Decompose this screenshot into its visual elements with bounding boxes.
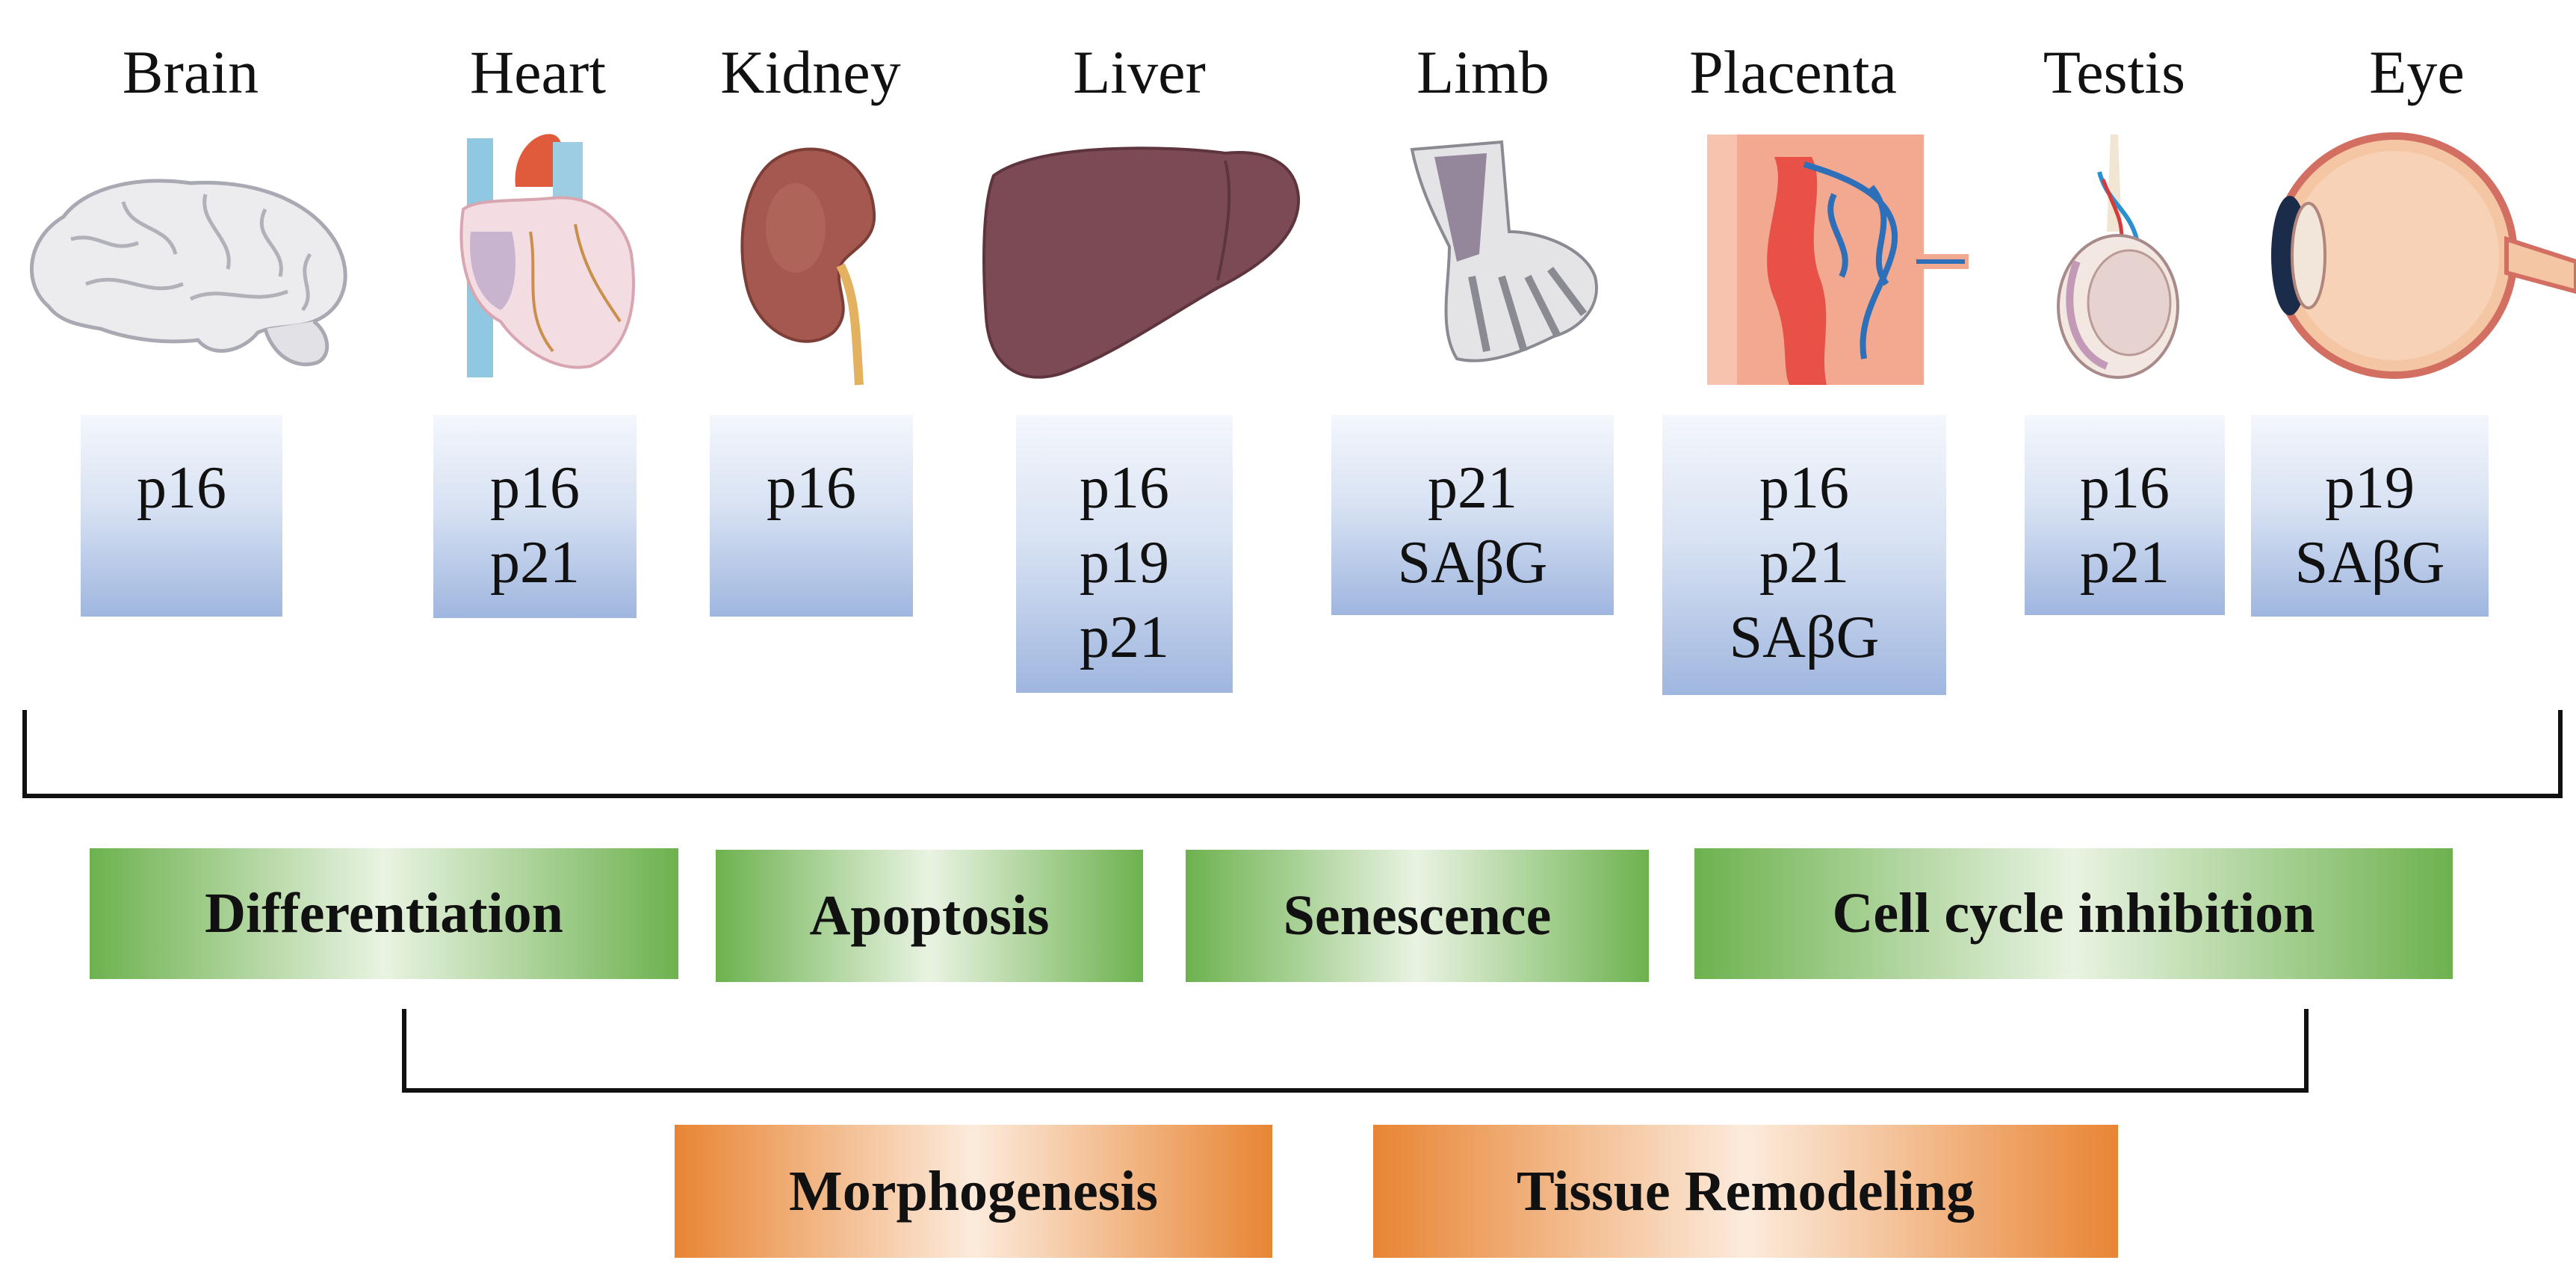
organ-title-limb: Limb (1417, 38, 1549, 106)
organs-bracket (22, 710, 2563, 798)
marker-box-brain: p16 (81, 415, 282, 617)
marker-box-testis: p16 p21 (2025, 415, 2225, 615)
marker-label: p16 (767, 455, 856, 521)
marker-label: p21 (1080, 605, 1169, 670)
marker-label: SAβG (1729, 605, 1880, 670)
marker-box-kidney: p16 (710, 415, 913, 617)
testis-icon (2047, 127, 2182, 381)
kidney-icon (728, 131, 889, 389)
organ-title-testis: Testis (2043, 38, 2186, 106)
marker-label: p19 (2325, 455, 2415, 521)
marker-box-placenta: p16 p21 SAβG (1662, 415, 1946, 695)
organ-title-kidney: Kidney (720, 38, 901, 106)
marker-label: p16 (1759, 455, 1849, 521)
processes-bracket (402, 1009, 2309, 1093)
organ-title-liver: Liver (1073, 38, 1206, 106)
marker-box-liver: p16 p19 p21 (1016, 415, 1233, 693)
heart-icon (441, 127, 643, 385)
eye-icon (2267, 127, 2576, 385)
marker-label: p16 (1080, 455, 1169, 521)
marker-label: SAβG (2294, 530, 2445, 596)
organ-title-heart: Heart (469, 38, 607, 106)
organ-title-eye: Eye (2369, 38, 2465, 106)
outcome-tissue-remodeling: Tissue Remodeling (1373, 1125, 2118, 1258)
marker-label: p21 (1759, 530, 1849, 596)
marker-label: p21 (2080, 530, 2170, 596)
brain-icon (19, 172, 355, 381)
organ-title-placenta: Placenta (1689, 38, 1897, 106)
marker-box-heart: p16 p21 (433, 415, 637, 618)
process-apoptosis: Apoptosis (716, 850, 1143, 982)
outcome-morphogenesis: Morphogenesis (675, 1125, 1272, 1258)
placenta-icon (1707, 135, 1969, 385)
marker-label: SAβG (1397, 530, 1548, 596)
marker-label: p16 (490, 455, 580, 521)
marker-label: p21 (490, 530, 580, 596)
marker-label: p21 (1428, 455, 1517, 521)
process-senescence: Senescence (1186, 850, 1649, 982)
process-differentiation: Differentiation (90, 848, 678, 979)
marker-label: p16 (137, 455, 226, 521)
organ-title-brain: Brain (122, 38, 259, 106)
marker-box-limb: p21 SAβG (1331, 415, 1614, 615)
marker-label: p19 (1080, 530, 1169, 596)
marker-box-eye: p19 SAβG (2251, 415, 2489, 617)
liver-icon (979, 131, 1300, 385)
process-cell-cycle-inhibition: Cell cycle inhibition (1694, 848, 2453, 979)
marker-label: p16 (2080, 455, 2170, 521)
limb-icon (1405, 135, 1606, 381)
